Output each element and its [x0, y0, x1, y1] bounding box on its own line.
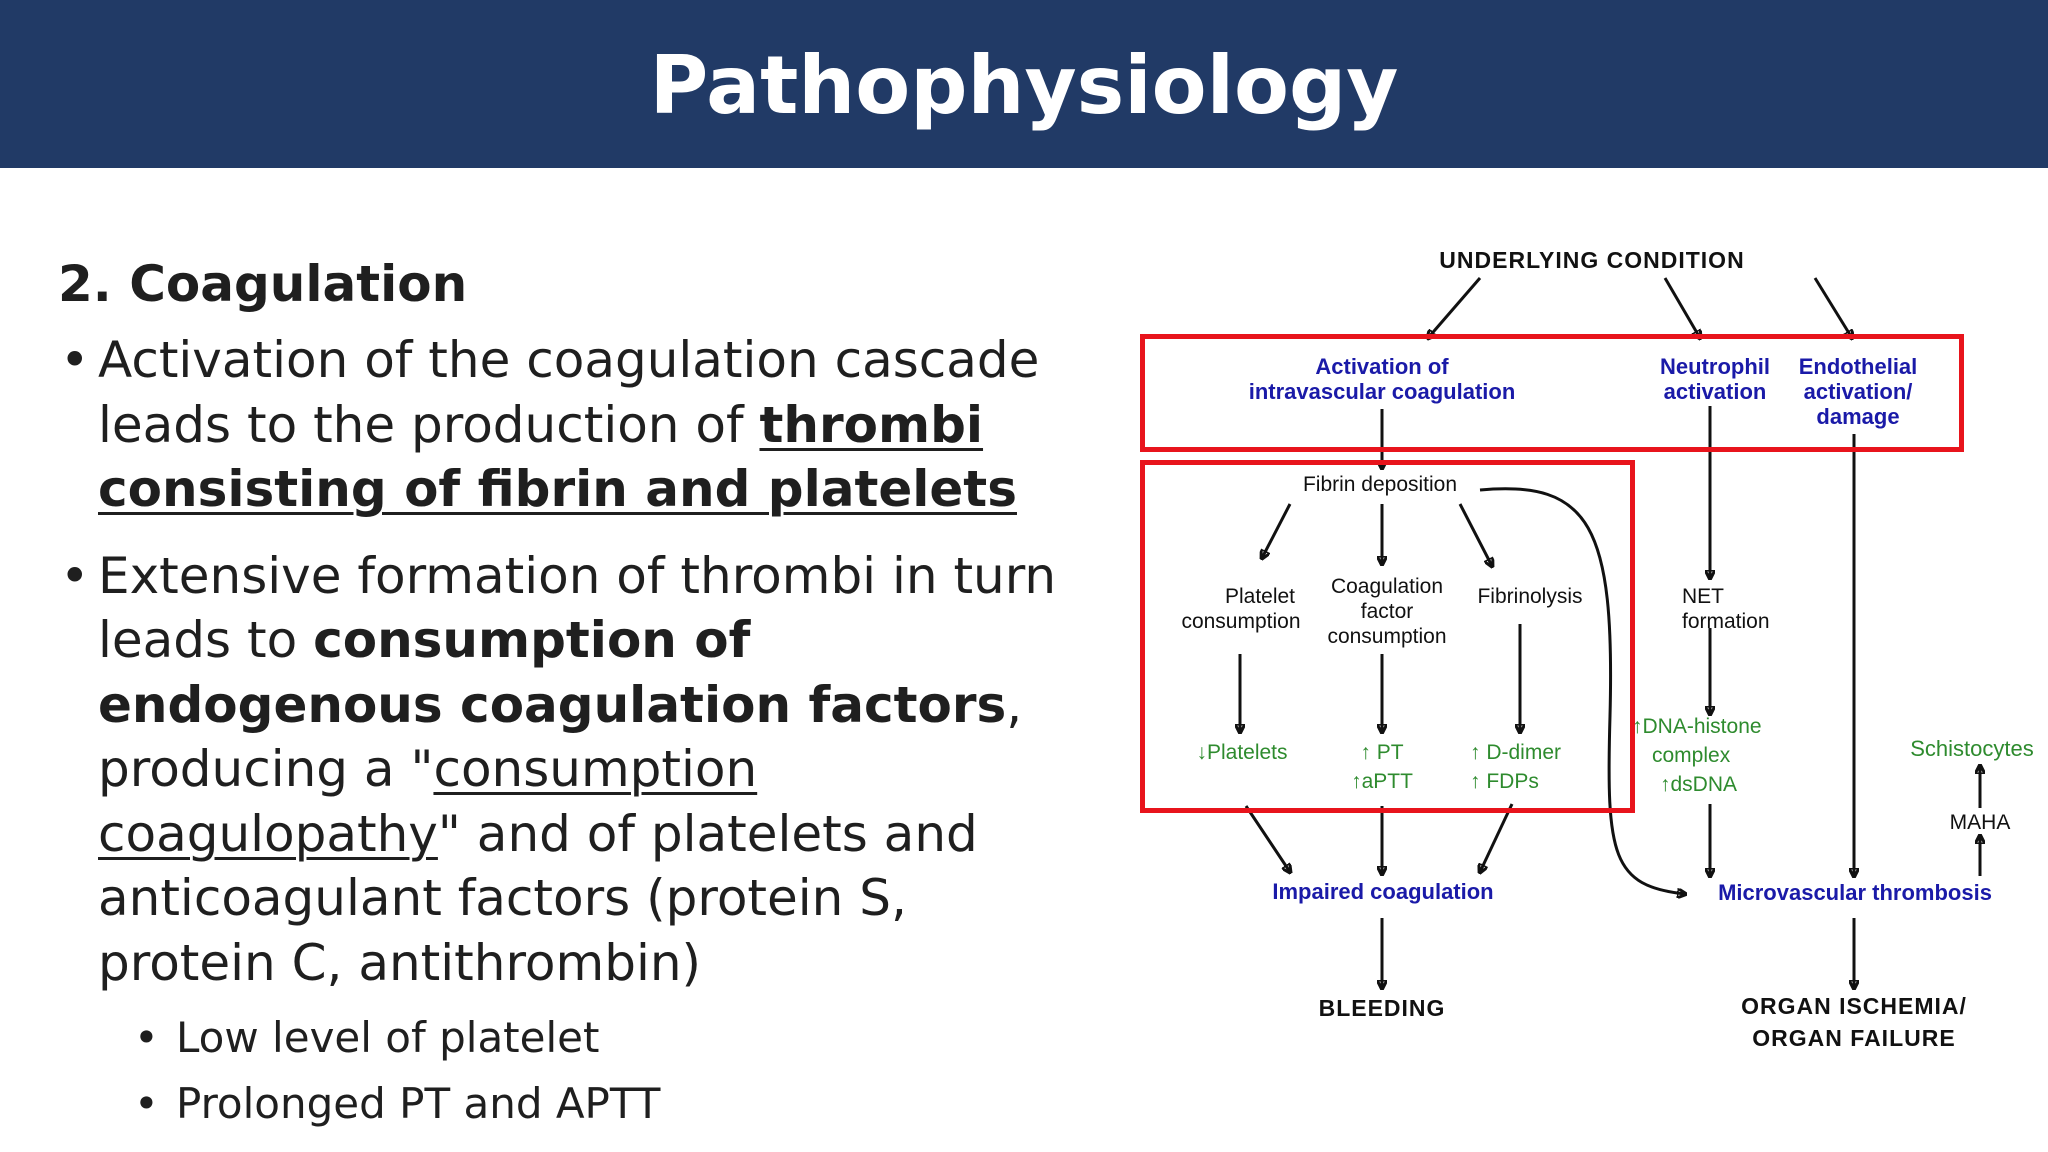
dsdna-line: ↑dsDNA: [1660, 773, 1738, 796]
arrow-underlying-to-neutrophil: [1663, 277, 1700, 338]
consumption-box: [1140, 460, 1635, 813]
maha-label: MAHA: [1949, 811, 2011, 834]
bullet-dot: •: [60, 546, 90, 605]
sub-bullet-dot: •: [134, 1013, 159, 1062]
net-line1: NET: [1682, 585, 1724, 608]
bullet1-text: Activation of the coagulation cascade le…: [98, 331, 1040, 454]
diagram-connectors: [1130, 277, 2048, 1072]
activation-label: Activation of intravascular coagulation: [1202, 354, 1562, 404]
bullet-consumption: • Extensive formation of thrombi in turn…: [58, 544, 1068, 996]
fibrinolysis-label: Fibrinolysis: [1477, 585, 1583, 608]
coag-line2: factor: [1360, 600, 1414, 623]
bullet2-underlined: consumption coagulopathy: [98, 740, 758, 863]
bleeding-label: BLEEDING: [1318, 995, 1446, 1021]
endothelial-line1: Endothelial: [1798, 354, 1918, 379]
neutrophil-line2: activation: [1663, 379, 1767, 404]
pt-label: ↑ PT ↑aPTT: [1322, 738, 1442, 796]
net-line2: formation: [1682, 610, 1770, 633]
arrow-platelets-to-impaired: [1244, 805, 1290, 872]
neutrophil-line1: Neutrophil: [1660, 354, 1770, 379]
coag-line3: consumption: [1327, 625, 1447, 648]
bullet-activation: • Activation of the coagulation cascade …: [58, 328, 1068, 522]
ddimer-line: ↑ D-dimer: [1470, 741, 1562, 764]
dna-line2: complex: [1652, 744, 1731, 767]
dna-histone-label: ↑DNA-histone complex ↑dsDNA: [1630, 712, 1790, 799]
endothelial-label: Endothelial activation/ damage: [1790, 354, 1926, 429]
sub-bullet-dot: •: [134, 1079, 159, 1128]
arrow-fibrin-to-fibrinolysis: [1458, 503, 1492, 566]
fdps-line: ↑ FDPs: [1470, 770, 1539, 793]
low-platelets-label: ↓Platelets: [1196, 741, 1288, 764]
coag-factor-consumption-label: Coagulation factor consumption: [1312, 574, 1462, 649]
arrow-fibrin-to-platelet: [1262, 503, 1292, 558]
sub-bullet-text: Prolonged PT and APTT: [176, 1079, 661, 1128]
section-heading: 2. Coagulation: [58, 255, 468, 313]
aptt-line: ↑aPTT: [1351, 770, 1413, 793]
arrow-underlying-to-activation: [1428, 277, 1482, 338]
underlying-condition-label: UNDERLYING CONDITION: [1439, 247, 1745, 273]
dic-pathway-diagram: UNDERLYING CONDITION Activation of intra…: [1130, 236, 2048, 1072]
slide-title: Pathophysiology: [649, 39, 1399, 132]
bullet2-text-c: , producing a ": [98, 675, 1023, 799]
arrow-fibrin-to-microvascular: [1479, 487, 1685, 894]
bullet2-text-a: Extensive formation of thrombi in turn l…: [98, 546, 1057, 670]
platelet-line1: Platelet: [1224, 585, 1296, 608]
impaired-coagulation-label: Impaired coagulation: [1272, 879, 1494, 904]
text-column: 2. Coagulation • Activation of the coagu…: [58, 252, 1068, 1137]
sub-bullet-item: • Prolonged PT and APTT: [58, 1071, 1068, 1137]
arrow-underlying-to-endothelial: [1813, 277, 1852, 338]
sub-bullet-text: Low level of platelet: [176, 1013, 600, 1062]
organ-line1: ORGAN ISCHEMIA/: [1741, 993, 1967, 1019]
bullet-dot: •: [60, 331, 90, 389]
bullet2-text-e: " and of platelets and anticoagulant fac…: [98, 804, 978, 992]
activation-line2: intravascular coagulation: [1248, 379, 1516, 404]
endothelial-line2: activation/: [1803, 379, 1913, 404]
neutrophil-label: Neutrophil activation: [1640, 354, 1790, 404]
bullet2-bold: consumption of endogenous coagulation fa…: [98, 611, 1007, 734]
dna-line1: ↑DNA-histone: [1632, 715, 1762, 738]
ddimer-label: ↑ D-dimer ↑ FDPs: [1460, 738, 1610, 796]
schistocytes-label: Schistocytes: [1910, 736, 2034, 761]
net-formation-label: NET formation: [1682, 584, 1802, 634]
arrow-fdps-to-impaired: [1480, 803, 1514, 872]
platelet-line2: consumption: [1181, 610, 1301, 633]
microvascular-thrombosis-label: Microvascular thrombosis: [1718, 880, 1992, 905]
fibrin-deposition-label: Fibrin deposition: [1302, 473, 1458, 496]
organ-failure-label: ORGAN ISCHEMIA/ ORGAN FAILURE: [1714, 990, 1994, 1054]
activation-line1: Activation of: [1315, 354, 1449, 379]
coag-line1: Coagulation: [1330, 575, 1444, 598]
title-bar: Pathophysiology: [0, 0, 2048, 168]
bullet1-emphasis: thrombi consisting of fibrin and platele…: [98, 395, 1017, 519]
endothelial-line3: damage: [1816, 404, 1900, 429]
pt-line: ↑ PT: [1360, 741, 1404, 764]
platelet-consumption-label: Platelet consumption: [1166, 584, 1316, 634]
sub-bullet-item: • Low level of platelet: [58, 1005, 1068, 1071]
organ-line2: ORGAN FAILURE: [1752, 1025, 1956, 1051]
sub-bullet-list: • Low level of platelet • Prolonged PT a…: [58, 1005, 1068, 1137]
initiation-box: [1140, 334, 1964, 452]
